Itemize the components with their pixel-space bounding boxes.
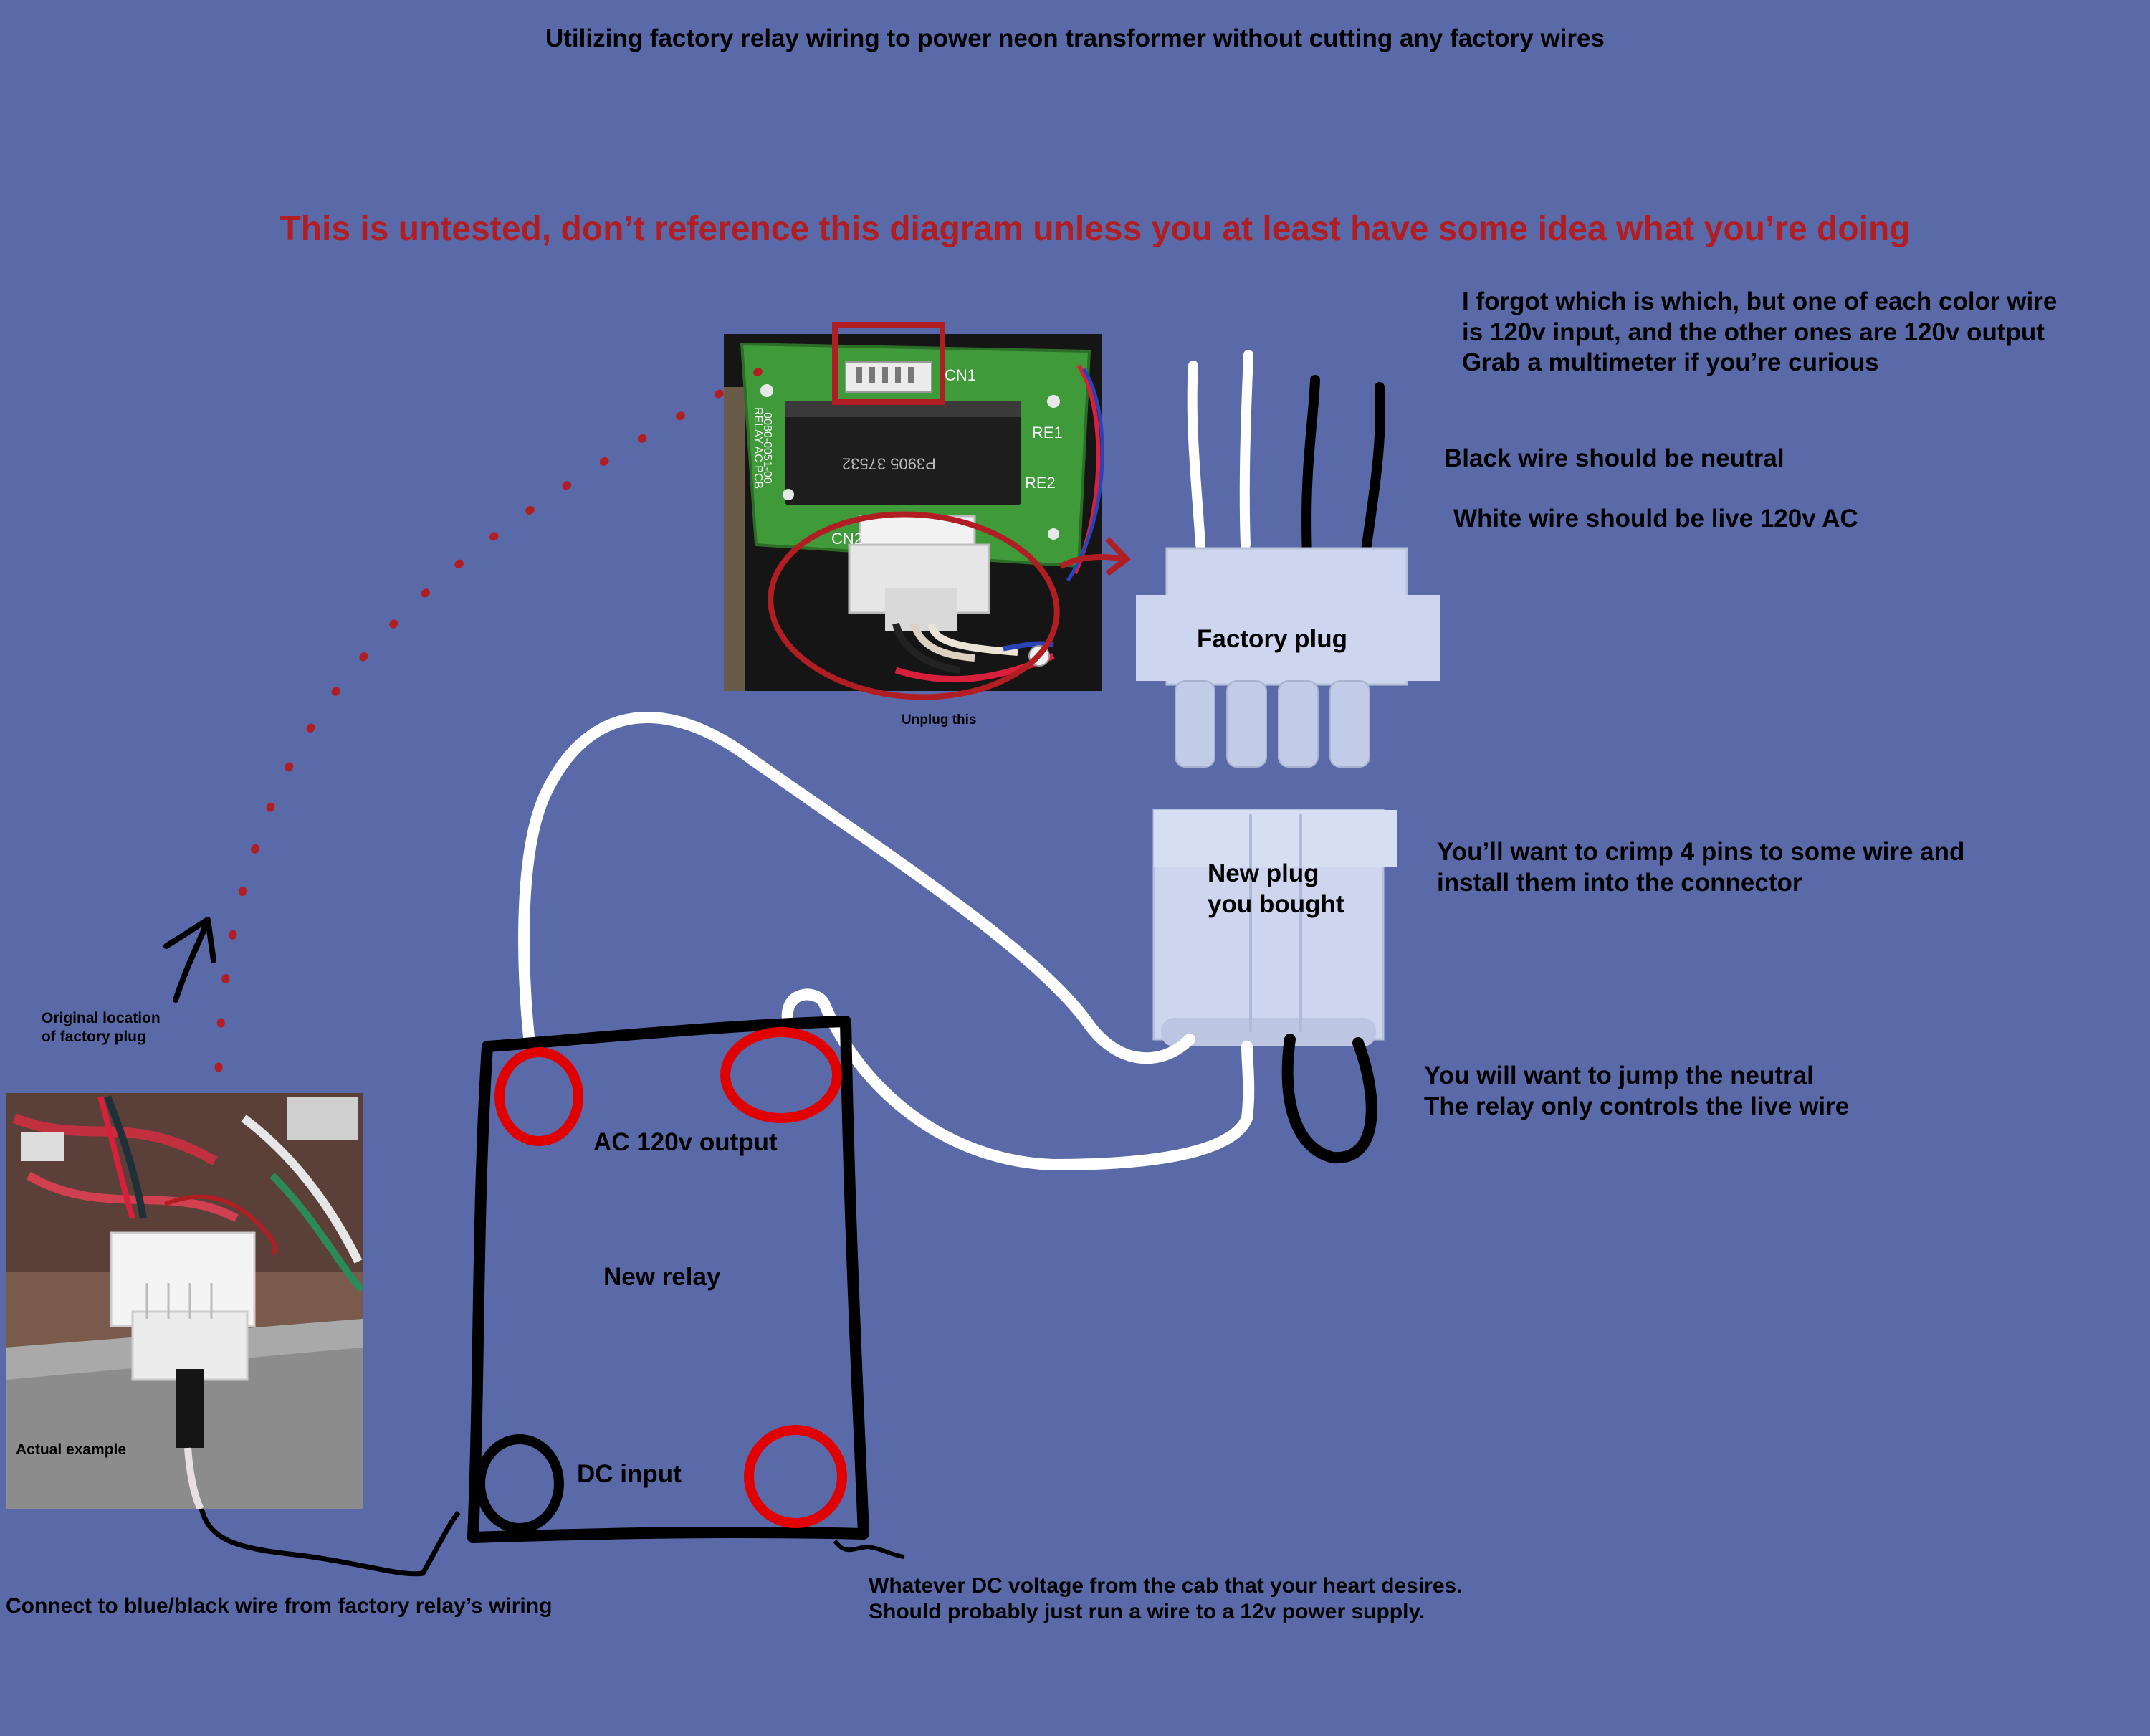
factory-plug-connector [1136, 350, 1440, 768]
new-plug-label: New plug you bought [1208, 859, 1344, 918]
crimp-note: You’ll want to crimp 4 pins to some wire… [1437, 838, 1965, 897]
black-wire-note: Black wire should be neutral [1444, 444, 1784, 472]
wire-color-note: I forgot which is which, but one of each… [1462, 287, 2058, 377]
actual-example-label: Actual example [16, 1441, 127, 1458]
factory-plug-label: Factory plug [1197, 625, 1348, 653]
dc-voltage-note: Whatever DC voltage from the cab that yo… [869, 1574, 1463, 1623]
new-relay-box [467, 1016, 869, 1543]
pcb-re2-label: RE2 [1025, 474, 1056, 492]
actual-example-photo [6, 1093, 363, 1509]
warning-text: This is untested, don’t reference this d… [280, 210, 1911, 248]
pcb-cn2-label: CN2 [831, 530, 864, 548]
ac-output-label: AC 120v output [593, 1128, 778, 1156]
original-location-dotted-arc [214, 347, 800, 1072]
pcb-part-number: P3905 37532 [842, 454, 936, 473]
diagram-title: Utilizing factory relay wiring to power … [545, 24, 1605, 52]
pcb-re1-label: RE1 [1032, 424, 1063, 442]
pcb-board-number: 0080-0051-00 [760, 412, 773, 484]
original-location-note: Original location of factory plug [42, 1010, 161, 1046]
new-relay-label: New relay [603, 1263, 721, 1291]
white-wire-note: White wire should be live 120v AC [1453, 505, 1858, 533]
dc-input-label: DC input [577, 1460, 682, 1488]
pcb-cn1-label: CN1 [945, 366, 977, 384]
new-plug-connector [1152, 809, 1398, 1046]
connection-wires [518, 711, 1377, 1171]
factory-relay-pcb-photo [724, 322, 1132, 700]
dc-wires [198, 1504, 905, 1577]
connect-wire-note: Connect to blue/black wire from factory … [6, 1594, 553, 1618]
arrow-icon [163, 917, 216, 1003]
unplug-this-label: Unplug this [902, 712, 977, 728]
jump-neutral-note: You will want to jump the neutral The re… [1424, 1062, 1850, 1120]
